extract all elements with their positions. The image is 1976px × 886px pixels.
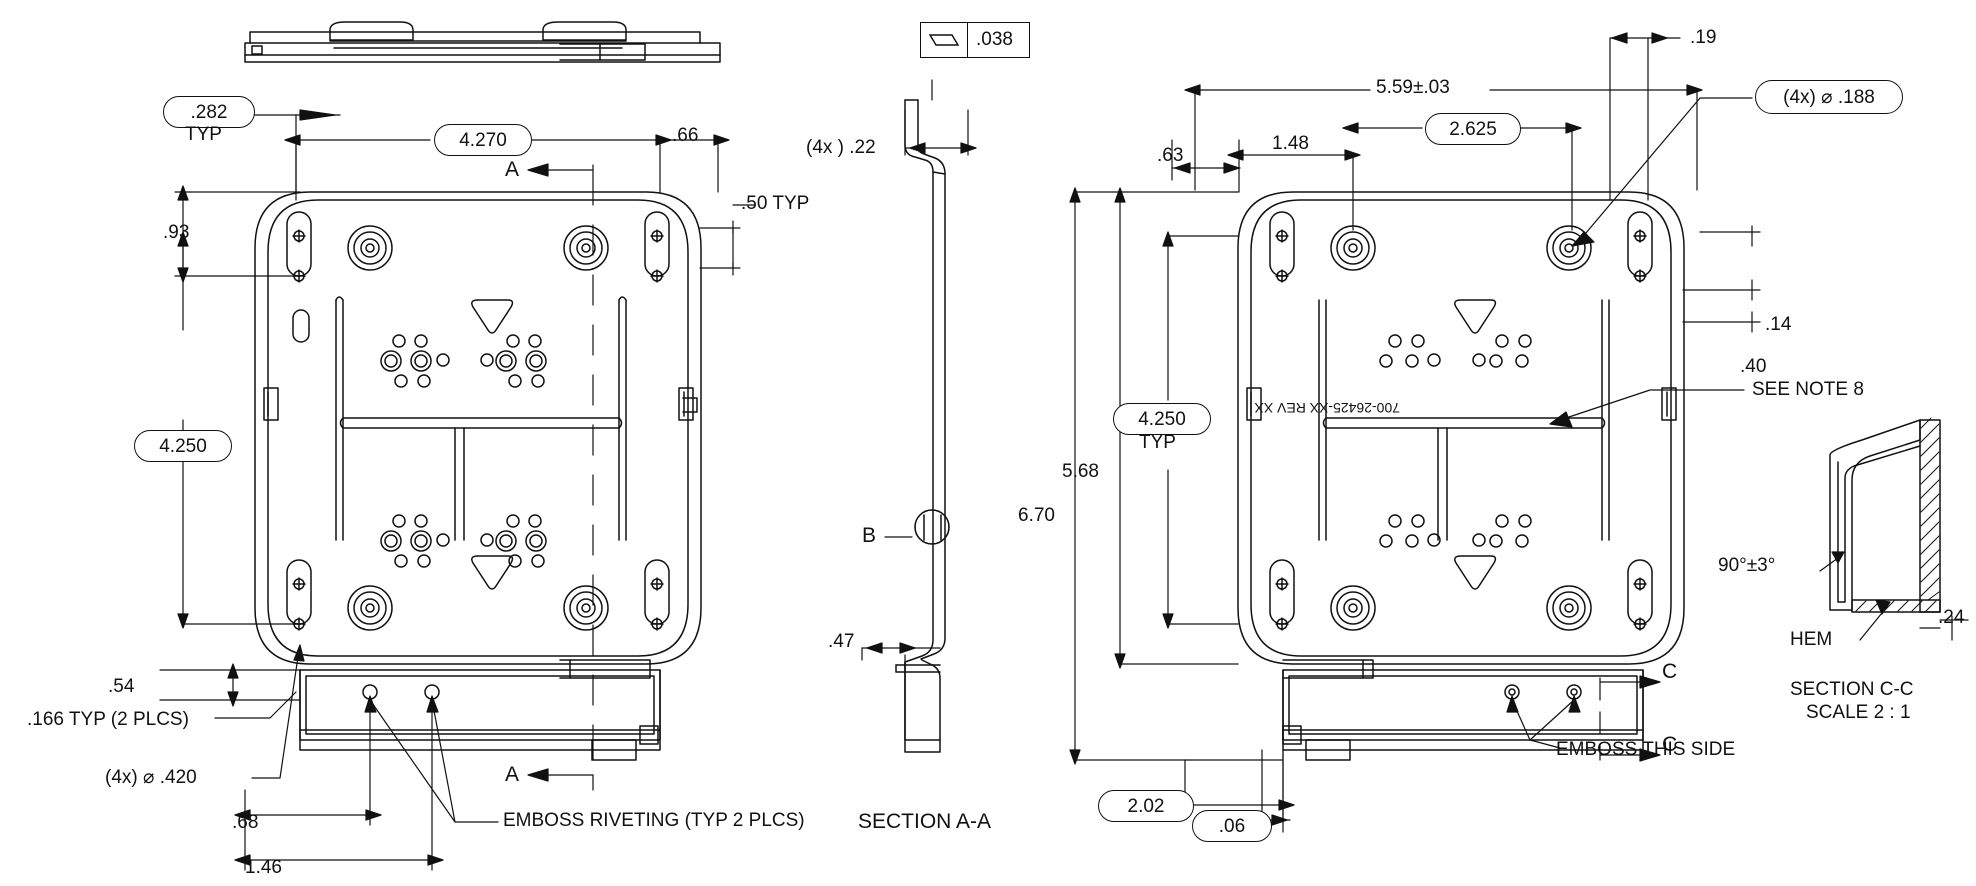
dim-54: .54 (108, 676, 135, 697)
section-cc-dimension-lines (1819, 551, 1969, 641)
dim-282: .282 (163, 96, 255, 128)
rear-view-body (1237, 191, 1685, 665)
section-cc-caption-line1: SECTION C-C (1790, 679, 1914, 700)
section-aa-geometry (895, 99, 950, 753)
dim-148: 1.48 (1272, 133, 1309, 154)
flatness-value: .038 (976, 29, 1013, 50)
section-mark-c-top: C (1662, 660, 1678, 683)
dim-2625-value: 2.625 (1449, 118, 1497, 140)
front-bottom-flange (299, 659, 661, 761)
dim-4270: 4.270 (434, 124, 532, 156)
section-mark-c-bottom: C (1662, 733, 1678, 756)
front-dimension-lines (159, 109, 756, 871)
dim-202-value: 2.02 (1127, 795, 1165, 817)
dim-282-value: .282 (190, 101, 228, 123)
dim-68: .68 (232, 812, 259, 833)
section-aa-dimension-lines (861, 79, 977, 673)
dim-670: 6.70 (1018, 505, 1055, 526)
dim-4x-22: (4x ) .22 (806, 137, 876, 158)
section-cc-caption-line2: SCALE 2 : 1 (1806, 702, 1911, 723)
dim-4270-value: 4.270 (459, 129, 507, 151)
dim-2625: 2.625 (1425, 113, 1521, 145)
rear-dimension-lines (1069, 32, 1761, 833)
dim-4x-188: (4x) ⌀ .188 (1755, 80, 1903, 114)
dim-50-typ: .50 TYP (741, 193, 810, 214)
dim-166-typ: .166 TYP (2 PLCS) (27, 709, 189, 730)
dim-4250-rear: 4.250 (1113, 403, 1211, 435)
note-see-note-8: SEE NOTE 8 (1752, 379, 1864, 400)
front-top-edge-view (244, 21, 721, 63)
dim-93: .93 (163, 222, 190, 243)
dim-4250-rear-typ: TYP (1139, 432, 1176, 453)
dim-559: 5.59±.03 (1376, 77, 1450, 98)
note-hem: HEM (1790, 629, 1833, 650)
dim-06-value: .06 (1218, 815, 1246, 837)
dim-4250-front: 4.250 (134, 430, 232, 462)
dim-40: .40 (1740, 356, 1767, 377)
dim-47: .47 (828, 631, 855, 652)
note-emboss-this-side: EMBOSS THIS SIDE (1556, 739, 1736, 760)
dim-4x-188-value: (4x) ⌀ .188 (1783, 86, 1875, 108)
dim-63: .63 (1157, 145, 1184, 166)
dim-4250-rear-value: 4.250 (1138, 408, 1186, 430)
section-cc-hatch (1855, 417, 1940, 612)
dim-14: .14 (1765, 314, 1792, 335)
dim-4x-420: (4x) ⌀ .420 (105, 767, 197, 788)
section-mark-a-top: A (505, 158, 520, 181)
section-cc-geometry (1829, 419, 1941, 613)
section-aa-caption: SECTION A-A (858, 810, 992, 833)
dim-90deg: 90°±3° (1718, 555, 1776, 576)
dim-66: .66 (672, 125, 699, 146)
part-number-marking: 700-26425-XX REV XX (1254, 400, 1400, 416)
flatness-symbol-icon (921, 23, 968, 57)
dim-24: .24 (1938, 607, 1965, 628)
front-view-body (254, 191, 702, 665)
dim-06: .06 (1192, 810, 1272, 842)
dim-146: 1.46 (245, 857, 282, 878)
note-emboss-riveting: EMBOSS RIVETING (TYP 2 PLCS) (503, 810, 805, 831)
flatness-feature-control-frame: .038 (920, 22, 1030, 58)
dim-202: 2.02 (1098, 790, 1194, 822)
dim-282-typ: TYP (185, 124, 222, 145)
dim-568: 5.68 (1062, 461, 1099, 482)
section-mark-a-bottom: A (505, 763, 520, 786)
dim-4250-front-value: 4.250 (159, 435, 207, 457)
detail-mark-b: B (862, 524, 877, 547)
dim-19: .19 (1690, 27, 1717, 48)
